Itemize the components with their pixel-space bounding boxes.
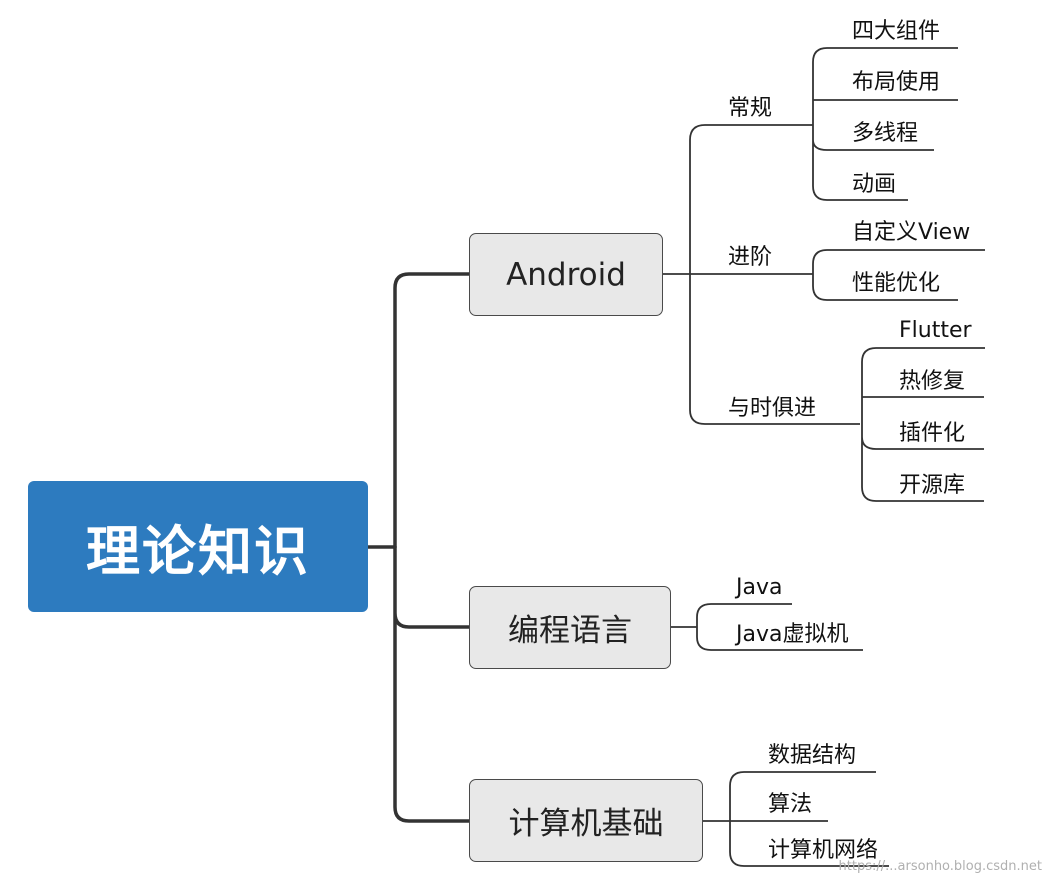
leaf-node[interactable]: 数据结构	[768, 743, 857, 768]
advanced-spine	[787, 249, 985, 301]
leaf-node[interactable]: Java	[736, 575, 783, 600]
leaf-node[interactable]: 插件化	[899, 421, 966, 446]
leaf-node[interactable]: 算法	[768, 792, 813, 817]
basics-spine	[729, 771, 889, 867]
leaf-node[interactable]: 四大组件	[852, 19, 941, 44]
group-modern[interactable]: 与时俱进	[728, 396, 817, 421]
leaf-node[interactable]: Java虚拟机	[736, 622, 849, 647]
group-regular[interactable]: 常规	[728, 96, 773, 121]
leaf-node[interactable]: Flutter	[899, 318, 972, 343]
leaf-node[interactable]: 性能优化	[852, 271, 941, 296]
root-node[interactable]: 理论知识	[28, 481, 368, 612]
trunk-line	[393, 272, 472, 823]
leaf-node[interactable]: 布局使用	[852, 70, 941, 95]
leaf-node[interactable]: 自定义View	[852, 220, 971, 245]
basics-node[interactable]: 计算机基础	[469, 779, 703, 862]
modern-spine	[861, 347, 985, 502]
android-spine	[689, 124, 860, 425]
leaf-node[interactable]: 多线程	[852, 121, 919, 146]
leaf-node[interactable]: 开源库	[899, 473, 966, 498]
android-node[interactable]: Android	[469, 233, 663, 316]
regular-spine	[812, 47, 958, 201]
leaf-node[interactable]: 计算机网络	[768, 838, 879, 863]
watermark: https://...arsonho.blog.csdn.net	[838, 859, 1042, 874]
language-spine	[696, 603, 863, 651]
leaf-node[interactable]: 热修复	[899, 369, 966, 394]
group-advanced[interactable]: 进阶	[728, 245, 773, 270]
language-node[interactable]: 编程语言	[469, 586, 671, 669]
leaf-node[interactable]: 动画	[852, 172, 897, 197]
